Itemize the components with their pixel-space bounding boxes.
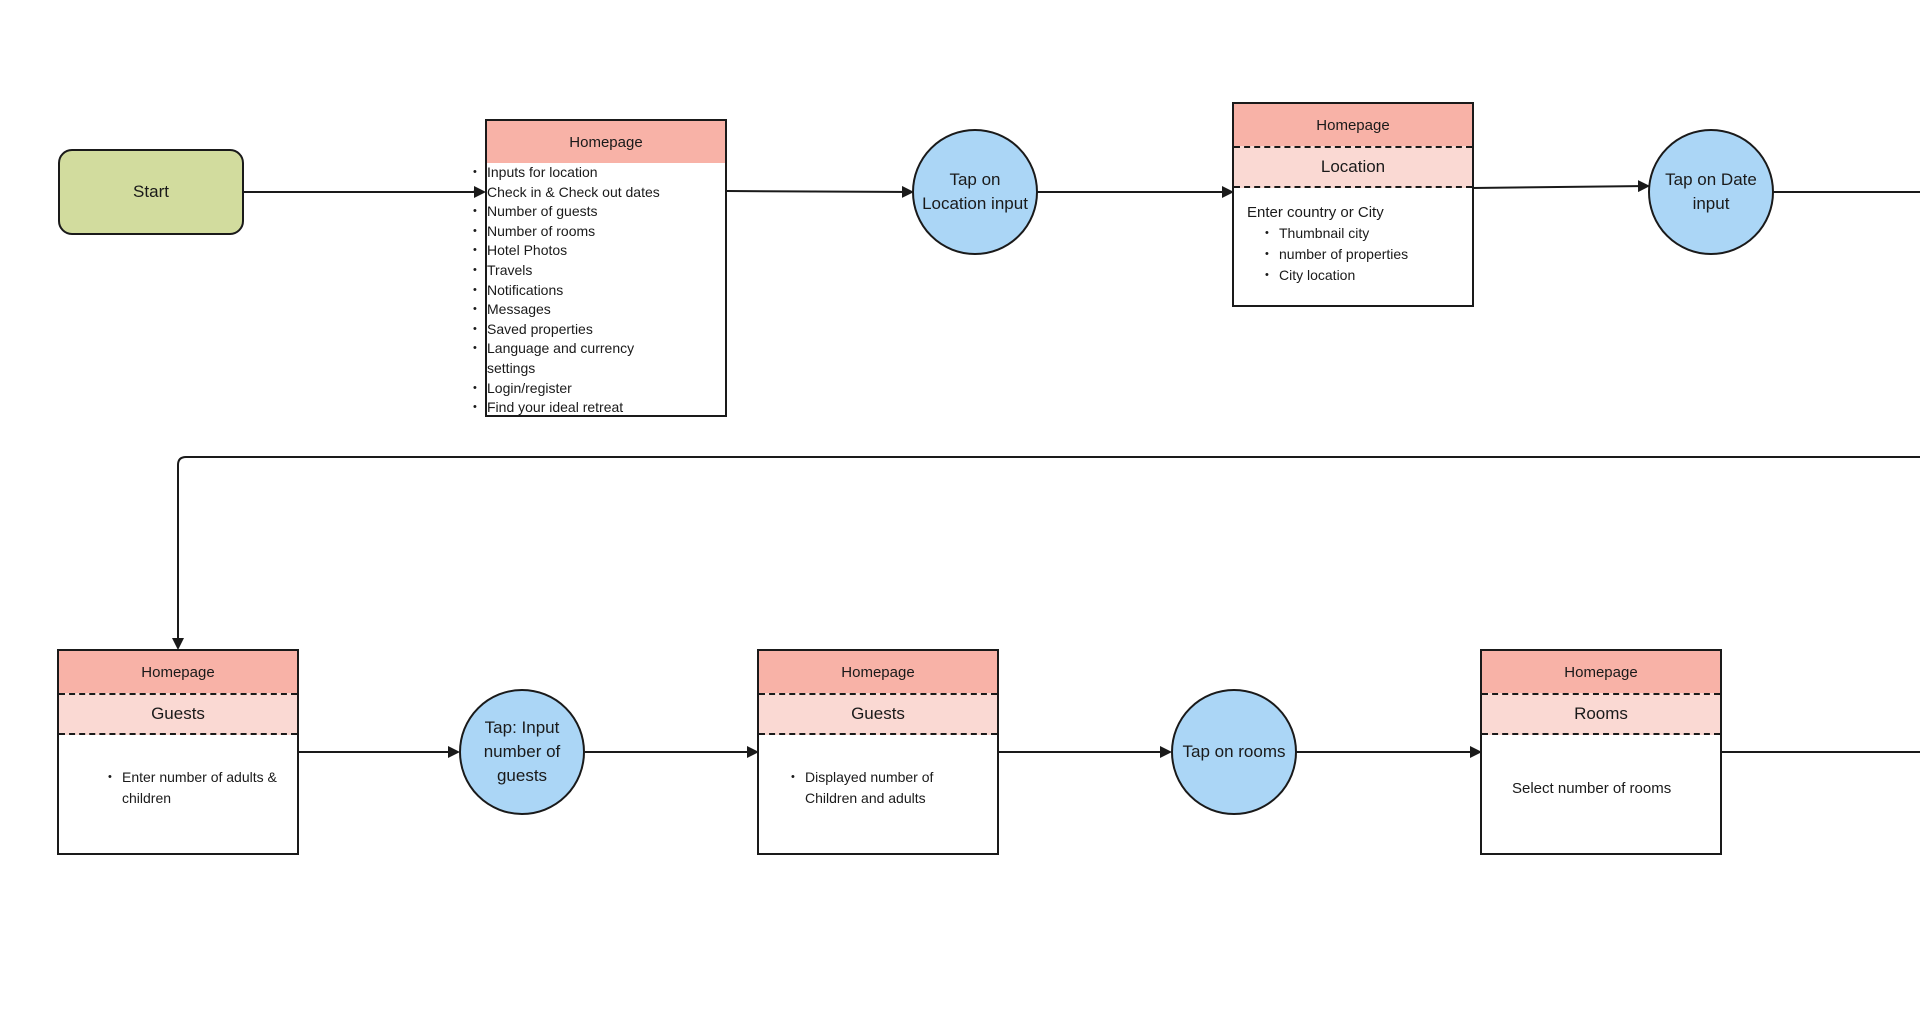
location-card: Homepage Location Enter country or City … xyxy=(1232,102,1474,307)
tap-date-node: Tap on Date input xyxy=(1648,129,1774,255)
guests-detail-list: Enter number of adults & children xyxy=(59,735,297,809)
homepage-card-header: Homepage xyxy=(487,121,725,163)
rooms-card-section: Rooms xyxy=(1482,693,1720,735)
homepage-feature-list: Inputs for location Check in & Check out… xyxy=(473,163,725,418)
homepage-card: Homepage Inputs for location Check in & … xyxy=(473,119,727,418)
tap-rooms-label: Tap on rooms xyxy=(1182,742,1286,761)
tap-location-label: Tap on Location input xyxy=(922,170,1028,213)
connector-homepage-tap-location xyxy=(726,185,914,198)
guests-display-detail-list: Displayed number of Children and adults xyxy=(759,735,997,809)
tap-location-node: Tap on Location input xyxy=(912,129,1038,255)
list-item: Language and currency settings xyxy=(473,339,657,378)
rooms-card-text: Select number of rooms xyxy=(1512,780,1672,797)
list-item: Number of rooms xyxy=(473,222,725,242)
list-item: Find your ideal retreat xyxy=(473,398,725,418)
list-item: Messages xyxy=(473,300,725,320)
tap-rooms-node: Tap on rooms xyxy=(1171,689,1297,815)
start-label: Start xyxy=(133,182,169,201)
guests-display-card-section: Guests xyxy=(759,693,997,735)
start-node: Start xyxy=(58,149,244,235)
tap-guests-node: Tap: Input number of guests xyxy=(459,689,585,815)
guests-display-card-header: Homepage xyxy=(759,651,997,693)
guests-card-section: Guests xyxy=(59,693,297,735)
list-item: number of properties xyxy=(1265,244,1460,265)
location-detail-list: Thumbnail city number of properties City… xyxy=(1247,223,1460,286)
list-item: Notifications xyxy=(473,281,725,301)
list-item: Number of guests xyxy=(473,202,725,222)
list-item: Login/register xyxy=(473,379,725,399)
list-item: Travels xyxy=(473,261,725,281)
guests-card-header: Homepage xyxy=(59,651,297,693)
guests-card: Homepage Guests Enter number of adults &… xyxy=(57,649,299,855)
location-card-section: Location xyxy=(1234,146,1472,188)
list-item: Displayed number of Children and adults xyxy=(791,767,985,809)
tap-date-label: Tap on Date input xyxy=(1665,170,1757,213)
tap-guests-label: Tap: Input number of guests xyxy=(483,718,561,785)
location-card-header: Homepage xyxy=(1234,104,1472,146)
list-item: Inputs for location xyxy=(473,163,725,183)
guests-display-card: Homepage Guests Displayed number of Chil… xyxy=(757,649,999,855)
list-item: Saved properties xyxy=(473,320,725,340)
list-item: City location xyxy=(1265,265,1460,286)
list-item: Check in & Check out dates xyxy=(473,183,725,203)
list-item: Enter number of adults & children xyxy=(108,767,281,809)
connector-return-line xyxy=(172,456,1920,650)
location-intro: Enter country or City xyxy=(1247,204,1384,221)
connector-location-tap-date xyxy=(1472,180,1650,193)
list-item: Thumbnail city xyxy=(1265,223,1460,244)
rooms-card-header: Homepage xyxy=(1482,651,1720,693)
list-item: Hotel Photos xyxy=(473,241,725,261)
rooms-card: Homepage Rooms Select number of rooms xyxy=(1480,649,1722,855)
